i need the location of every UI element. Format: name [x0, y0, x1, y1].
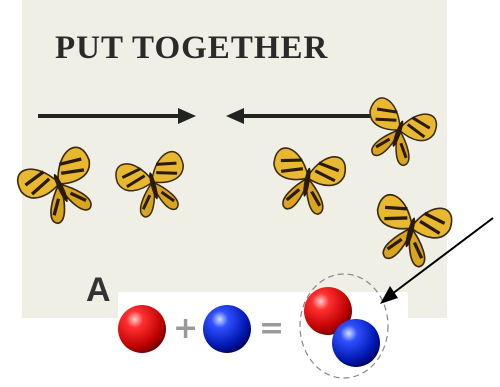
red-ball-icon [118, 305, 166, 353]
page-title: PUT TOGETHER [55, 30, 329, 66]
plus-sign: + [173, 311, 199, 346]
blue-ball-icon [203, 305, 251, 353]
illustration-panel [22, 0, 447, 318]
partial-caption-letter: A [86, 271, 111, 309]
red-ball-icon [304, 287, 352, 335]
dashed-circle-icon [299, 273, 389, 379]
equals-sign: = [259, 311, 285, 346]
left-arrow-icon [226, 108, 370, 124]
pointer-arrow-icon [380, 217, 494, 304]
right-arrow-icon [38, 108, 196, 124]
blue-ball-icon [332, 319, 380, 367]
